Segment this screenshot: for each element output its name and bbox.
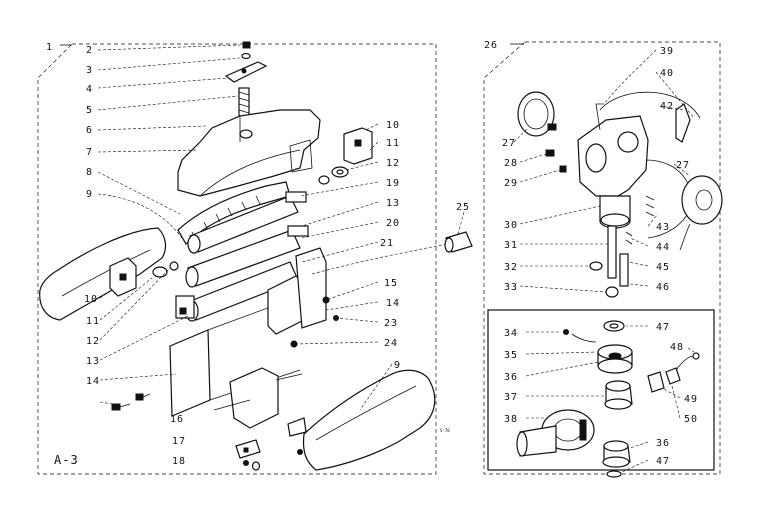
callout: 47 xyxy=(656,322,670,333)
callout: 50 xyxy=(684,414,698,425)
callout: 49 xyxy=(684,394,698,405)
callout-1: 1 xyxy=(46,42,53,53)
callout: 33 xyxy=(504,282,518,293)
left-callouts: 2 3 4 5 6 7 8 9 10 11 12 13 14 15 16 17 … xyxy=(84,45,401,467)
left-leader-lines xyxy=(97,44,393,411)
callout: 36 xyxy=(656,438,670,449)
right-assembly-frame xyxy=(483,41,721,475)
right-callouts: 39 40 42 27 28 29 27 30 31 32 33 43 44 4… xyxy=(502,46,698,467)
spring-43-44 xyxy=(625,195,691,251)
callout: 7 xyxy=(86,147,93,158)
callout: 43 xyxy=(656,222,670,233)
shaft-31 xyxy=(589,225,629,298)
main-arm-housing xyxy=(177,109,321,197)
inset-drive-38 xyxy=(516,409,595,457)
washer-right-12 xyxy=(318,166,349,185)
callout: 40 xyxy=(660,68,674,79)
inset-frame xyxy=(487,309,715,471)
callout: 34 xyxy=(504,328,518,339)
callout: 12 xyxy=(386,158,400,169)
top-screw-stack xyxy=(224,41,268,119)
callout: 30 xyxy=(504,220,518,231)
callout-26: 26 xyxy=(484,40,498,51)
screw-14 xyxy=(135,393,151,401)
callout: 6 xyxy=(86,125,93,136)
callout: 24 xyxy=(384,338,398,349)
bracket-right-10 xyxy=(343,127,373,165)
callout: 31 xyxy=(504,240,518,251)
right-leader-lines xyxy=(513,49,695,473)
callout: 35 xyxy=(504,350,518,361)
gear-housing xyxy=(577,103,649,229)
callout: 13 xyxy=(386,198,400,209)
inset-gear-35-36 xyxy=(563,329,633,374)
callout: 32 xyxy=(504,262,518,273)
callout: 46 xyxy=(656,282,670,293)
inset-pin-49-50 xyxy=(647,352,700,393)
callout: 13 xyxy=(86,356,100,367)
callout: 11 xyxy=(86,316,100,327)
inset-gear-36-bottom xyxy=(602,440,631,478)
callout: 19 xyxy=(386,178,400,189)
callout: 10 xyxy=(386,120,400,131)
callout: 37 xyxy=(504,392,518,403)
callout-25: 25 xyxy=(456,202,470,213)
upper-roller xyxy=(187,191,307,254)
callout: 14 xyxy=(386,298,400,309)
callout: 8 xyxy=(86,167,93,178)
callout: 27 xyxy=(676,160,690,171)
callout: 27 xyxy=(502,138,516,149)
callout: 18 xyxy=(172,456,186,467)
callout: 11 xyxy=(386,138,400,149)
callout: 16 xyxy=(170,414,184,425)
inset-hub-37 xyxy=(604,380,633,410)
cord-40 xyxy=(599,91,701,143)
callout: 3 xyxy=(86,65,93,76)
callout: 23 xyxy=(384,318,398,329)
middle-roller xyxy=(185,225,309,288)
callout: 36 xyxy=(504,372,518,383)
screws-28-29 xyxy=(545,123,567,173)
cover-plate-27-left xyxy=(517,91,555,137)
callout: 4 xyxy=(86,84,93,95)
callout: 48 xyxy=(670,342,684,353)
callout: 20 xyxy=(386,218,400,229)
callout: 28 xyxy=(504,158,518,169)
blade-assembly-16 xyxy=(213,367,307,471)
callout: 10 xyxy=(84,294,98,305)
left-end-cover-9 xyxy=(39,227,179,321)
callout: 45 xyxy=(656,262,670,273)
cover-plate-27-right xyxy=(645,159,723,239)
callout: 44 xyxy=(656,242,670,253)
frame-side-plates xyxy=(169,247,339,417)
callout: 39 xyxy=(660,46,674,57)
callout: 42 xyxy=(660,101,674,112)
callout: 12 xyxy=(86,336,100,347)
callout: 9 xyxy=(86,189,93,200)
right-end-cover-9 xyxy=(302,369,436,471)
callout: 38 xyxy=(504,414,518,425)
left-assembly-frame xyxy=(37,43,437,475)
inset-washer-47 xyxy=(603,320,625,332)
screw-15 xyxy=(111,403,131,411)
callout: 29 xyxy=(504,178,518,189)
callout: 47 xyxy=(656,456,670,467)
sheet-label: A-3 xyxy=(54,453,79,467)
callout: 9 xyxy=(394,360,401,371)
callout: 21 xyxy=(380,238,394,249)
callout: 17 xyxy=(172,436,186,447)
callout: 2 xyxy=(86,45,93,56)
callout: 15 xyxy=(384,278,398,289)
callout: 14 xyxy=(86,376,100,387)
coupling-25 xyxy=(444,211,473,253)
drawing-stamp: S-70 xyxy=(440,428,450,433)
cross-leader xyxy=(311,243,447,275)
callout: 5 xyxy=(86,105,93,116)
